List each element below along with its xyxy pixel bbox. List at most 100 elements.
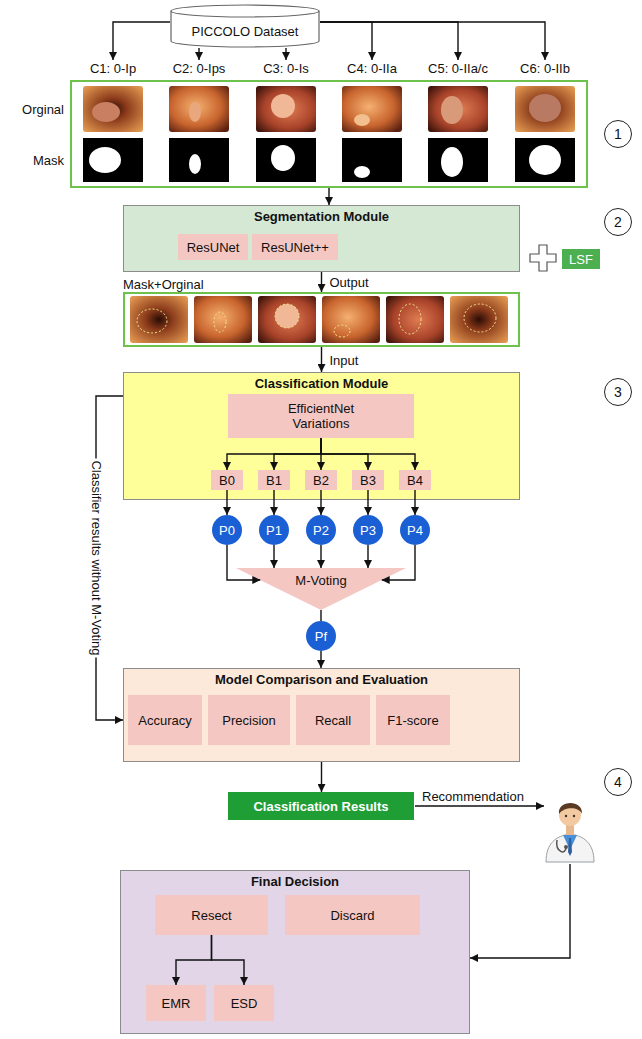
edge-label: Output xyxy=(328,275,371,290)
variant-box: B2 xyxy=(305,470,337,490)
overlay-image xyxy=(194,296,252,343)
node-text: P1 xyxy=(266,523,282,538)
connector xyxy=(285,48,286,60)
class-label: C1: 0-Ip xyxy=(72,60,154,77)
module-title: Classification Module xyxy=(124,373,519,391)
overlay-image xyxy=(130,296,188,343)
model-box: ResUNet xyxy=(178,234,248,260)
variant-box: B4 xyxy=(399,470,431,490)
node-text: B2 xyxy=(313,473,329,488)
connector xyxy=(320,545,321,568)
connector xyxy=(273,545,274,568)
connector xyxy=(367,545,368,568)
connector xyxy=(320,22,458,60)
connector xyxy=(198,48,199,60)
node-text: Precision xyxy=(222,713,275,728)
class-label: C5: 0-IIa/c xyxy=(417,60,499,77)
overlay-image xyxy=(386,296,444,343)
endoscopy-image xyxy=(428,86,488,132)
metric-box: Precision xyxy=(208,695,290,745)
edge-label: Classifier results without M-Voting xyxy=(89,458,104,657)
decision-box: Discard xyxy=(285,895,420,935)
mask-image xyxy=(342,138,402,182)
mask-image xyxy=(428,138,488,182)
node-text: Classification Results xyxy=(253,799,388,814)
module-panel: Model Comparison and EvaluationAccuracy P… xyxy=(123,668,520,762)
endoscopy-image xyxy=(342,86,402,132)
node-text: P4 xyxy=(407,523,423,538)
step-number: 3 xyxy=(604,378,632,406)
model-box: EfficientNet Variations xyxy=(228,394,414,438)
row-label: Mask xyxy=(8,153,64,168)
connector xyxy=(226,490,227,515)
decision-arrow xyxy=(470,864,570,958)
class-label: C3: 0-Is xyxy=(245,60,327,77)
node-text: P2 xyxy=(313,523,329,538)
model-box: ResUNet++ xyxy=(252,234,338,260)
endoscopy-image xyxy=(256,86,316,132)
module-panel: Final DecisionResect DiscardEMR ESD xyxy=(120,870,470,1034)
overlay-image xyxy=(258,296,316,343)
prediction-circle: P1 xyxy=(259,515,289,545)
endoscopy-image xyxy=(515,86,575,132)
module-title: Segmentation Module xyxy=(124,206,519,224)
connector xyxy=(321,347,322,372)
strip-heading: Mask+Orginal xyxy=(123,277,204,292)
node-text: ESD xyxy=(231,996,258,1011)
node-text: B1 xyxy=(266,473,282,488)
node-text: B0 xyxy=(219,473,235,488)
overlay-image xyxy=(322,296,380,343)
plus-symbol xyxy=(530,245,556,271)
lsf-box: LSF xyxy=(562,249,600,269)
node-text: Discard xyxy=(330,908,374,923)
callout-number: 3 xyxy=(614,385,622,400)
connector xyxy=(113,22,170,60)
prediction-circle: P4 xyxy=(400,515,430,545)
module-title: Model Comparison and Evaluation xyxy=(124,669,519,687)
voting-triangle: M-Voting xyxy=(236,568,406,610)
prediction-circle: P0 xyxy=(212,515,242,545)
node-text: ResUNet++ xyxy=(261,240,329,255)
recommendation-arrow xyxy=(415,805,544,806)
connector xyxy=(321,762,322,792)
node-text: P3 xyxy=(360,523,376,538)
node-text: B3 xyxy=(360,473,376,488)
metric-box: Recall xyxy=(296,695,370,745)
node-text: F1-score xyxy=(387,713,438,728)
connector xyxy=(320,490,321,515)
node-text: Pf xyxy=(315,629,327,644)
variant-box: B3 xyxy=(352,470,384,490)
connector xyxy=(320,651,321,668)
node-text: LSF xyxy=(569,252,593,267)
node-text: ResUNet xyxy=(187,240,240,255)
class-label: C2: 0-Ips xyxy=(158,60,240,77)
edge-label: Input xyxy=(328,352,361,367)
mask-image xyxy=(515,138,575,182)
metric-box: Accuracy xyxy=(128,695,202,745)
endoscopy-image xyxy=(83,86,143,132)
decision-box: EMR xyxy=(146,985,206,1021)
module-panel: Segmentation ModuleResUNet ResUNet++ xyxy=(123,205,520,272)
node-text: EfficientNet Variations xyxy=(266,401,376,431)
prediction-circle: P2 xyxy=(306,515,336,545)
module-title: Final Decision xyxy=(121,871,469,889)
variant-box: B0 xyxy=(211,470,243,490)
callout-number: 1 xyxy=(614,127,622,142)
decision-box: ESD xyxy=(214,985,274,1021)
arrow-label: Recommendation xyxy=(420,789,526,804)
node-text: B4 xyxy=(407,473,423,488)
node-text: C5: 0-IIa/c xyxy=(428,61,488,76)
prediction-circle: P3 xyxy=(353,515,383,545)
decision-box: Resect xyxy=(155,895,268,935)
class-label: C4: 0-IIa xyxy=(331,60,413,77)
prediction-circle: Pf xyxy=(306,621,336,651)
mask-image xyxy=(169,138,229,182)
module-panel: Classification ModuleEfficientNet Variat… xyxy=(123,372,520,500)
triangle-fill xyxy=(236,568,406,610)
endoscopy-image xyxy=(169,86,229,132)
step-number: 4 xyxy=(604,768,632,796)
node-text: C4: 0-IIa xyxy=(347,61,397,76)
callout-number: 2 xyxy=(614,215,622,230)
doctor-icon xyxy=(546,803,594,862)
node-text: Resect xyxy=(191,908,231,923)
